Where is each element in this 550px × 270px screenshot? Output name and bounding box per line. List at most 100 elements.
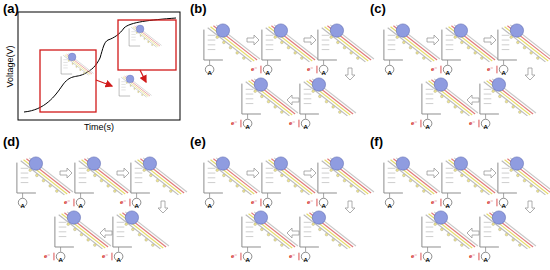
electrode-layer xyxy=(117,215,161,249)
electrode-layer xyxy=(274,25,318,59)
ion xyxy=(461,174,464,177)
grid-line xyxy=(388,177,396,178)
flow-arrow xyxy=(158,201,168,213)
wire xyxy=(267,60,268,65)
grid-line xyxy=(246,222,254,223)
particle xyxy=(330,24,343,37)
ion xyxy=(319,228,322,231)
grid-line xyxy=(426,103,434,104)
ion xyxy=(343,179,346,182)
cell-schematic xyxy=(299,211,356,261)
ion xyxy=(134,88,136,90)
electrode-layer xyxy=(510,158,550,192)
electrode-layer xyxy=(246,215,290,249)
ion xyxy=(125,223,128,226)
pointer-arrow xyxy=(140,70,146,82)
ion xyxy=(523,46,526,49)
electrode-layer xyxy=(143,158,187,192)
grid-line xyxy=(322,173,330,174)
grid-line xyxy=(266,35,274,36)
cell-schematic xyxy=(74,157,131,207)
electrode-layer xyxy=(426,82,470,116)
grid-line xyxy=(304,231,312,232)
ammeter-label: A xyxy=(483,124,487,130)
grid-line xyxy=(502,44,510,45)
flow-arrow xyxy=(484,168,496,178)
ion xyxy=(274,106,277,109)
ammeter-label: A xyxy=(207,203,211,209)
bar xyxy=(240,120,241,128)
electrode-layer xyxy=(510,25,550,59)
electrode-layer xyxy=(208,28,252,62)
electron-label: e⁻ xyxy=(487,199,494,205)
highlight-box xyxy=(40,50,96,112)
electron-label: e⁻ xyxy=(411,253,418,259)
electrode-layer xyxy=(304,215,348,249)
ion xyxy=(294,185,297,188)
ion xyxy=(396,36,399,39)
ion xyxy=(454,36,457,39)
electron-label: e⁻ xyxy=(120,199,127,205)
ion xyxy=(356,57,359,60)
wire xyxy=(22,193,23,198)
ion xyxy=(93,244,96,247)
grid-line xyxy=(484,222,492,223)
electron-label: e⁻ xyxy=(251,66,258,72)
bar xyxy=(53,253,54,261)
flow-arrow xyxy=(525,201,535,213)
grid-line xyxy=(21,173,29,174)
particle xyxy=(510,24,523,37)
ion xyxy=(67,223,70,226)
ammeter-label: A xyxy=(265,203,269,209)
electron-label: e⁻ xyxy=(102,253,109,259)
grid-line xyxy=(208,44,216,45)
electrode-layer xyxy=(396,158,440,192)
cell-schematic xyxy=(17,157,73,207)
electrode-layer xyxy=(274,158,318,192)
grid-line xyxy=(322,49,330,50)
electrode-layer xyxy=(304,82,348,116)
bar xyxy=(240,253,241,261)
ion xyxy=(343,46,346,49)
flow-arrow xyxy=(525,68,535,80)
ion xyxy=(132,228,135,231)
ion xyxy=(261,95,264,98)
panel-letter: (d) xyxy=(3,135,20,148)
wire xyxy=(305,247,306,252)
ion xyxy=(141,94,143,96)
ion xyxy=(294,52,297,55)
grid-line xyxy=(484,98,492,99)
ion xyxy=(338,244,341,247)
ion xyxy=(281,41,284,44)
grid-line xyxy=(246,231,254,232)
cell-schematic xyxy=(129,25,161,47)
ion xyxy=(403,41,406,44)
grid-line xyxy=(426,98,434,99)
grid-line xyxy=(446,182,454,183)
grid-line xyxy=(304,94,312,95)
wire xyxy=(389,60,390,65)
ion xyxy=(492,223,495,226)
cell-schematic xyxy=(119,75,151,97)
ammeter-label: A xyxy=(20,203,24,209)
ion xyxy=(236,52,239,55)
grid-line xyxy=(246,98,254,99)
grid-line xyxy=(304,98,312,99)
grid-line xyxy=(484,227,492,228)
ion xyxy=(274,239,277,242)
ammeter-label: A xyxy=(78,203,82,209)
particle xyxy=(510,157,523,170)
grid-line xyxy=(117,227,125,228)
ion xyxy=(55,190,58,193)
ammeter-label: A xyxy=(387,203,391,209)
wire xyxy=(247,247,248,252)
electron-label: e⁻ xyxy=(431,199,438,205)
ion xyxy=(150,174,153,177)
ion xyxy=(319,95,322,98)
flow-arrow xyxy=(304,35,316,45)
bar xyxy=(129,199,130,207)
grid-line xyxy=(135,173,143,174)
ion xyxy=(517,174,520,177)
axis-label: Time(s) xyxy=(84,123,114,132)
ion xyxy=(281,174,284,177)
